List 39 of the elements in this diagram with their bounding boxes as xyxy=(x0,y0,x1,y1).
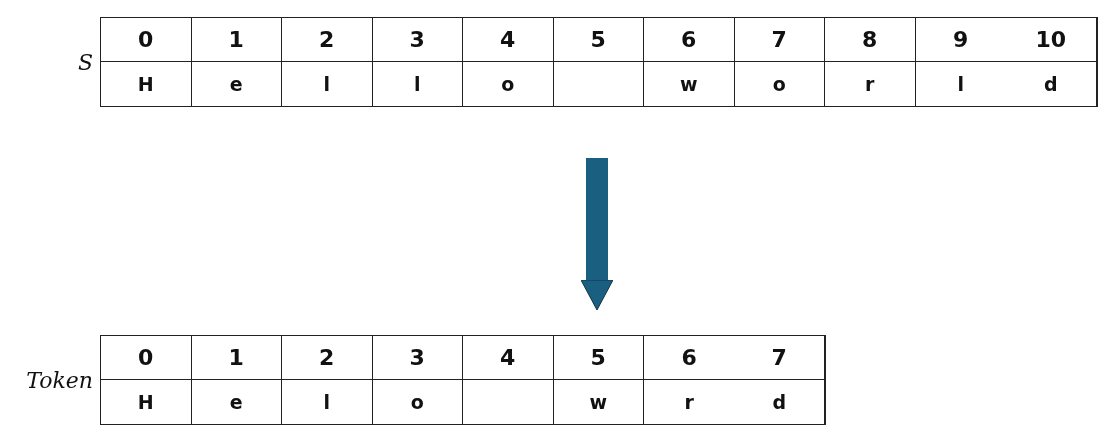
index-cell: 7 xyxy=(734,18,825,62)
character-cell: d xyxy=(1006,62,1097,106)
index-cell: 3 xyxy=(372,18,463,62)
character-cell: o xyxy=(734,62,825,106)
index-cell: 9 xyxy=(915,18,1006,62)
index-cell: 5 xyxy=(553,336,644,380)
character-cell: l xyxy=(915,62,1006,106)
index-cell: 10 xyxy=(1006,18,1097,62)
character-cell: o xyxy=(372,380,463,424)
array-name: Token xyxy=(26,367,93,393)
array-name: S xyxy=(77,49,93,75)
index-cell: 6 xyxy=(644,336,735,380)
index-cell: 4 xyxy=(463,18,554,62)
index-cell: 4 xyxy=(463,336,554,380)
index-cell: 3 xyxy=(372,336,463,380)
index-cell: 0 xyxy=(101,18,192,62)
character-cell: r xyxy=(825,62,916,106)
character-cell: o xyxy=(463,62,554,106)
character-cell: l xyxy=(372,62,463,106)
index-cell: 0 xyxy=(101,336,192,380)
character-cell: e xyxy=(191,380,282,424)
character-cell: w xyxy=(644,62,735,106)
character-cell: l xyxy=(282,62,373,106)
character-cell: d xyxy=(734,380,825,424)
character-cell: H xyxy=(101,62,192,106)
index-cell: 5 xyxy=(553,18,644,62)
character-cell: w xyxy=(553,380,644,424)
down-arrow xyxy=(580,158,614,311)
index-cell: 7 xyxy=(734,336,825,380)
character-cell: H xyxy=(101,380,192,424)
character-cell: l xyxy=(282,380,373,424)
index-cell: 6 xyxy=(644,18,735,62)
index-cell: 8 xyxy=(825,18,916,62)
index-cell: 1 xyxy=(191,336,282,380)
character-cell: r xyxy=(644,380,735,424)
character-cell: e xyxy=(191,62,282,106)
index-cell: 1 xyxy=(191,18,282,62)
index-cell: 2 xyxy=(282,336,373,380)
index-cell: 2 xyxy=(282,18,373,62)
